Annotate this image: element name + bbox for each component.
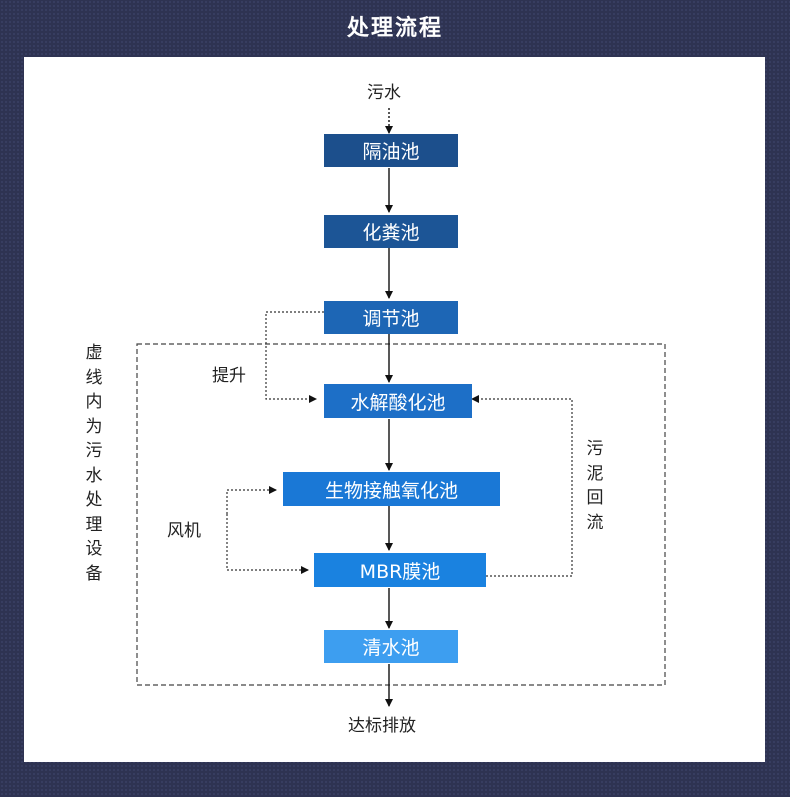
input-label: 污水 [367,83,401,103]
lift-label: 提升 [212,366,246,386]
fan-label: 风机 [167,521,201,541]
fan-loop-line-bottom [226,514,309,574]
step-grease-trap: 隔油池 [324,134,458,167]
step-hydrolysis-acidification: 水解酸化池 [324,384,472,418]
output-label: 达标排放 [348,716,416,736]
sludge-return-label: 污泥回流 [586,439,604,533]
sludge-return-line [471,395,573,577]
lift-loop-line [265,311,324,403]
step-mbr-tank: MBR膜池 [314,553,486,587]
step-contact-oxidation: 生物接触氧化池 [283,472,500,506]
flow-connectors [136,108,666,707]
equipment-boundary [136,343,666,686]
step-clear-water-tank: 清水池 [324,630,458,663]
page-title: 处理流程 [346,15,443,41]
fan-loop-line-top [226,486,277,514]
diagram-panel: 污水 隔油池 化粪池 调节池 水解酸化池 生物接触氧化池 MBR膜池 清水池 达… [24,57,765,762]
step-equalization-tank: 调节池 [324,301,458,334]
step-septic-tank: 化粪池 [324,215,458,248]
equipment-note: 虚线内为污水处理设备 [85,343,103,584]
